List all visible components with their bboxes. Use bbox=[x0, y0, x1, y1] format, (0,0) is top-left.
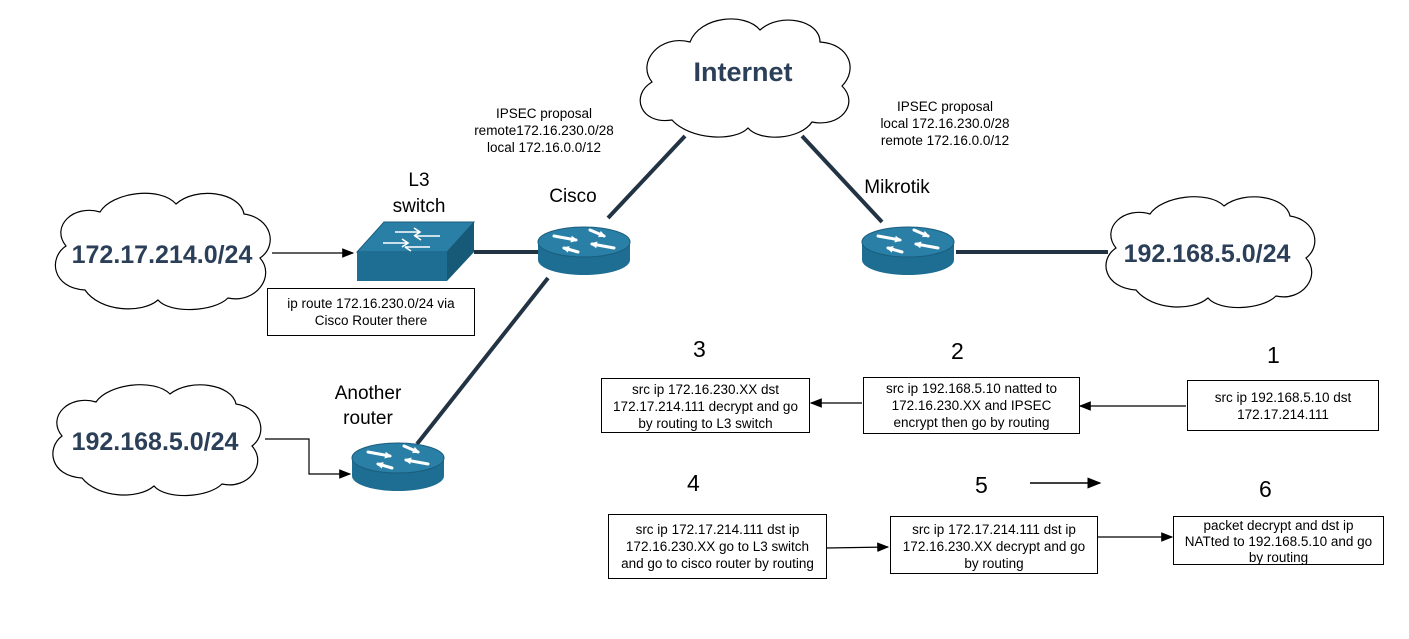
step-5-line-2: 172.16.230.XX decrypt and go bbox=[902, 539, 1086, 554]
step-number-4: 4 bbox=[687, 470, 700, 496]
ipsec-left-3: local 172.16.0.0/12 bbox=[487, 140, 601, 155]
step-2-line-1: src ip 192.168.5.10 natted to bbox=[885, 381, 1058, 396]
mikrotik-label: Mikrotik bbox=[864, 177, 930, 198]
ipsec-right-3: remote 172.16.0.0/12 bbox=[881, 133, 1009, 148]
step-5-line-1: src ip 172.17.214.111 dst ip bbox=[912, 522, 1076, 537]
step-4-line-1: src ip 172.17.214.111 dst ip bbox=[635, 522, 800, 537]
step-4-line-2: 172.16.230.XX go to L3 switch bbox=[625, 539, 810, 554]
cloud-label-192-right: 192.168.5.0/24 bbox=[1124, 240, 1291, 268]
ipsec-left-1: IPSEC proposal bbox=[496, 106, 592, 121]
cloud-192-168-5-left: 192.168.5.0/24 bbox=[52, 384, 262, 497]
route-note-line-2: Cisco Router there bbox=[314, 313, 428, 328]
step-6-line-3: by routing bbox=[1248, 550, 1309, 565]
step-box-4: src ip 172.17.214.111 dst ip 172.16.230.… bbox=[608, 514, 827, 579]
step-3-line-3: by routing to L3 switch bbox=[638, 416, 773, 431]
ipsec-right-1: IPSEC proposal bbox=[897, 99, 993, 114]
arrow-4-to-5 bbox=[826, 542, 890, 552]
step-1-line-1: src ip 192.168.5.10 dst bbox=[1214, 390, 1352, 405]
route-note-box: ip route 172.16.230.0/24 via Cisco Route… bbox=[267, 288, 475, 336]
step-number-2: 2 bbox=[951, 338, 964, 364]
step-6-line-1: packet decrypt and dst ip bbox=[1203, 518, 1354, 533]
internet-label: Internet bbox=[693, 57, 792, 87]
step-number-3: 3 bbox=[693, 336, 706, 362]
step-box-1: src ip 192.168.5.10 dst 172.17.214.111 bbox=[1187, 380, 1379, 431]
step-6-line-2: NATted to 192.168.5.10 and go bbox=[1184, 534, 1373, 549]
step-4-line-3: and go to cisco router by routing bbox=[621, 556, 814, 571]
internet-cloud: Internet bbox=[639, 18, 851, 138]
ipsec-right-2: local 172.16.230.0/28 bbox=[880, 116, 1009, 131]
mikrotik-router-icon bbox=[861, 226, 955, 275]
step-box-5: src ip 172.17.214.111 dst ip 172.16.230.… bbox=[890, 516, 1098, 574]
ipsec-left-2: remote172.16.230.0/28 bbox=[474, 123, 614, 138]
step-number-5: 5 bbox=[975, 472, 988, 498]
link-internet-mikrotik bbox=[800, 134, 884, 224]
step-3-line-2: 172.17.214.111 decrypt and go bbox=[613, 399, 798, 414]
step-number-6: 6 bbox=[1259, 476, 1272, 502]
cloud-label-192-left: 192.168.5.0/24 bbox=[72, 428, 239, 456]
step-box-3: src ip 172.16.230.XX dst 172.17.214.111 … bbox=[601, 378, 810, 433]
arrow-192-to-router bbox=[265, 438, 352, 479]
l3-switch-icon bbox=[355, 221, 476, 281]
another-router-icon bbox=[351, 442, 445, 491]
step-1-line-2: 172.17.214.111 bbox=[1237, 407, 1329, 422]
cloud-192-168-5-right: 192.168.5.0/24 bbox=[1105, 196, 1316, 309]
step-5-line-3: by routing bbox=[964, 556, 1024, 571]
cisco-label: Cisco bbox=[549, 186, 597, 207]
l3-switch-label-2: switch bbox=[393, 196, 446, 217]
step-number-1: 1 bbox=[1267, 342, 1280, 368]
cloud-172-17-214: 172.17.214.0/24 bbox=[54, 192, 271, 311]
step-box-6: packet decrypt and dst ip NATted to 192.… bbox=[1173, 516, 1384, 565]
cloud-label-172: 172.17.214.0/24 bbox=[72, 241, 253, 269]
link-cisco-internet bbox=[606, 134, 687, 220]
l3-switch-label-1: L3 bbox=[408, 170, 429, 191]
step-3-line-1: src ip 172.16.230.XX dst bbox=[631, 382, 780, 397]
link-cisco-another-router bbox=[415, 276, 550, 446]
cisco-router-icon bbox=[537, 226, 631, 275]
another-router-label-1: Another bbox=[335, 383, 402, 404]
route-note-line-1: ip route 172.16.230.0/24 via bbox=[287, 296, 455, 311]
step-2-line-3: encrypt then go by routing bbox=[893, 415, 1050, 430]
step-box-2: src ip 192.168.5.10 natted to 172.16.230… bbox=[863, 377, 1080, 434]
another-router-label-2: router bbox=[343, 408, 393, 429]
step-2-line-2: 172.16.230.XX and IPSEC bbox=[891, 398, 1052, 413]
